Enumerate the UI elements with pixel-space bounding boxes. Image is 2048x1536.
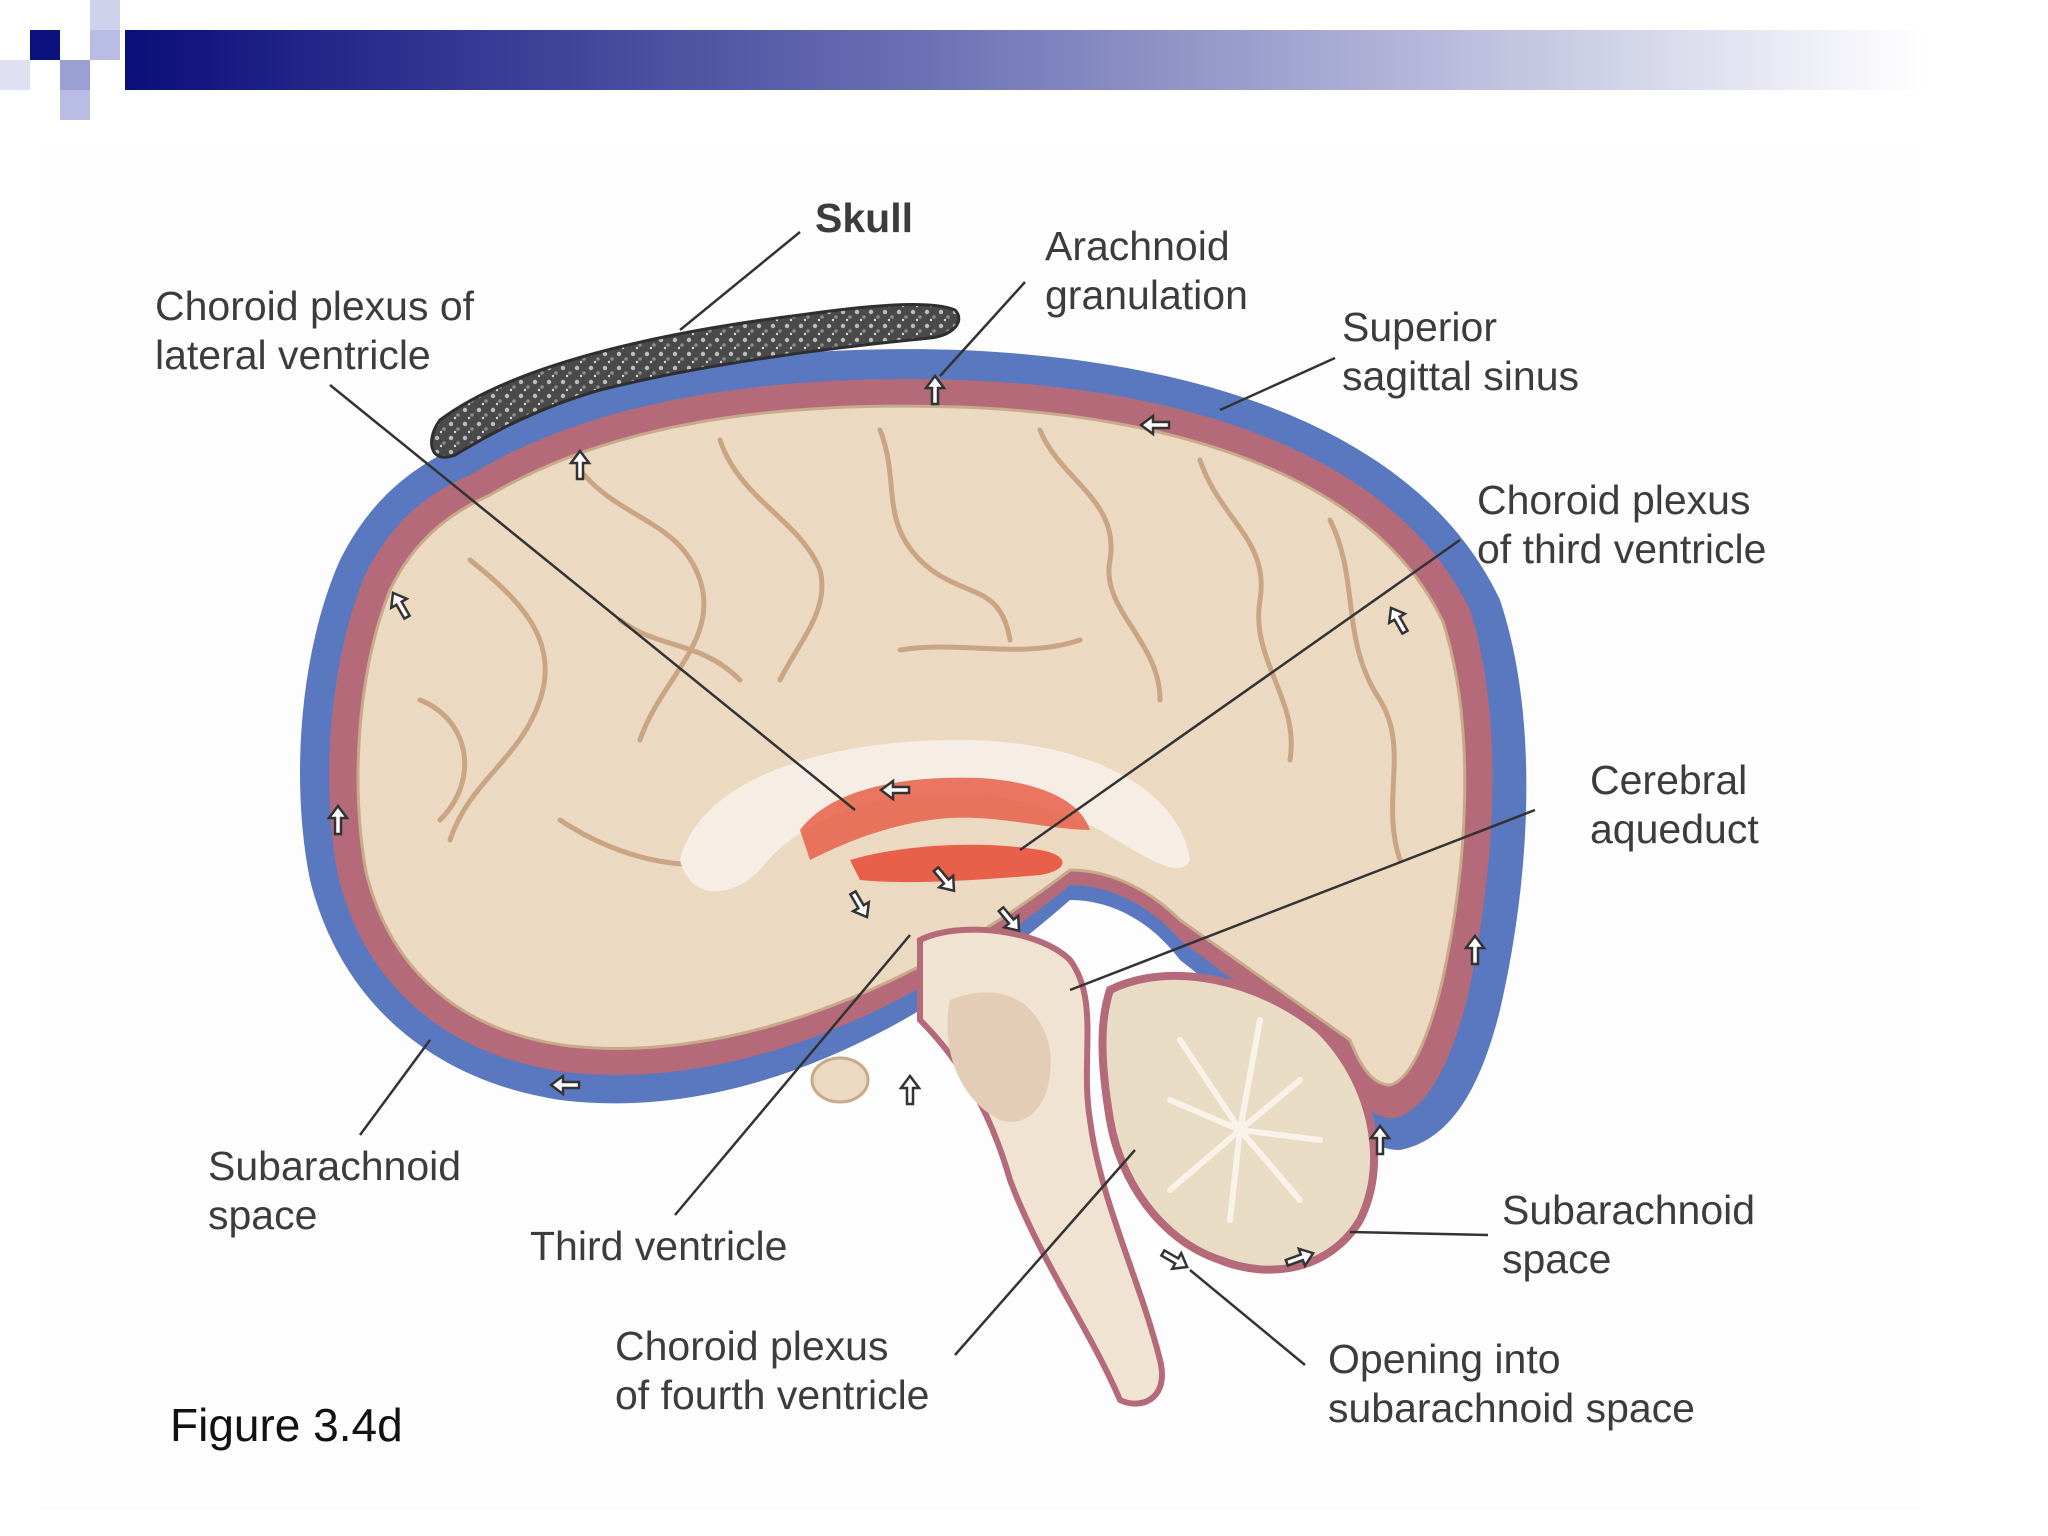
csf-flow-arrow-icon [1387, 606, 1410, 636]
accent-square-light [0, 60, 30, 90]
leader-skull [679, 231, 801, 331]
label-line: Arachnoid [1045, 223, 1230, 269]
label-superior-sagittal-sinus: Superior sagittal sinus [1342, 303, 1579, 401]
label-subarachnoid-space-right: Subarachnoid space [1502, 1186, 1755, 1284]
leader-third-ventricle [674, 934, 911, 1216]
csf-flow-arrow-icon [326, 803, 350, 836]
csf-flow-arrow-icon [1138, 413, 1171, 437]
label-line: Choroid plexus of [155, 283, 475, 329]
accent-square-light [90, 0, 120, 30]
leader-subarachnoid-left [358, 1039, 432, 1136]
pons [947, 992, 1051, 1122]
leader-cerebral-aqueduct [1069, 808, 1536, 992]
csf-flow-arrow-icon [548, 1073, 581, 1097]
csf-flow-arrow-icon [931, 865, 956, 893]
csf-flow-arrows [326, 373, 1487, 1271]
label-choroid-plexus-third: Choroid plexus of third ventricle [1477, 476, 1766, 574]
choroid-plexus-third-ventricle [850, 844, 1063, 883]
label-line: Third ventricle [530, 1223, 788, 1269]
accent-square-light [60, 60, 90, 90]
figure-caption: Figure 3.4d [170, 1399, 403, 1451]
label-line: Subarachnoid [208, 1143, 462, 1189]
label-line: Choroid plexus [615, 1323, 889, 1369]
csf-flow-arrow-icon [568, 448, 592, 481]
csf-flow-arrow-icon [1284, 1246, 1316, 1269]
leader-subarachnoid-right [1349, 1230, 1489, 1237]
label-subarachnoid-space-left: Subarachnoid space [208, 1142, 461, 1240]
csf-flow-arrow-icon [1159, 1248, 1189, 1271]
csf-flow-arrow-icon [389, 591, 412, 621]
label-line: Superior [1342, 304, 1497, 350]
label-line: space [1502, 1236, 1612, 1282]
label-choroid-plexus-fourth: Choroid plexus of fourth ventricle [615, 1322, 930, 1420]
leader-choroid-fourth [954, 1149, 1136, 1356]
pituitary [810, 1056, 870, 1104]
leader-arachnoid-granulation [939, 281, 1026, 377]
accent-square-dark [30, 30, 60, 60]
corpus-callosum [680, 740, 1190, 892]
label-line: Opening into [1328, 1336, 1561, 1382]
label-choroid-plexus-lateral: Choroid plexus of lateral ventricle [155, 282, 474, 380]
label-line: Subarachnoid [1502, 1187, 1756, 1233]
csf-flow-arrow-icon [1463, 933, 1487, 966]
label-line: aqueduct [1590, 806, 1759, 852]
label-line: Cerebral [1590, 757, 1748, 803]
accent-square-light [60, 90, 90, 120]
leader-choroid-third [1019, 538, 1461, 852]
label-line: Choroid plexus [1477, 477, 1751, 523]
csf-flow-arrow-icon [848, 889, 871, 919]
leader-choroid-lateral [329, 384, 856, 811]
label-line: of fourth ventricle [615, 1372, 930, 1418]
leader-superior-sagittal [1219, 356, 1336, 412]
skull-fragment [430, 303, 961, 459]
label-line: subarachnoid space [1328, 1385, 1695, 1431]
accent-square-light [90, 30, 120, 60]
label-arachnoid-granulation: Arachnoid granulation [1045, 222, 1248, 320]
lateral-ventricle [800, 777, 1090, 860]
title-bar [0, 0, 1925, 120]
label-opening-into-subarachnoid: Opening into subarachnoid space [1328, 1335, 1695, 1433]
csf-flow-arrow-icon [878, 778, 911, 802]
label-cerebral-aqueduct: Cerebral aqueduct [1590, 756, 1759, 854]
label-line: lateral ventricle [155, 332, 431, 378]
csf-flow-arrow-icon [898, 1073, 922, 1106]
label-line: of third ventricle [1477, 526, 1767, 572]
label-skull: Skull [815, 194, 913, 243]
label-line: sagittal sinus [1342, 353, 1580, 399]
csf-flow-arrow-icon [996, 905, 1021, 933]
arbor-vitae [1167, 1017, 1323, 1223]
label-third-ventricle: Third ventricle [530, 1222, 787, 1271]
label-skull-text: Skull [815, 195, 913, 241]
leader-lines [329, 231, 1536, 1366]
leader-opening [1189, 1269, 1306, 1366]
label-line: space [208, 1192, 318, 1238]
csf-flow-arrow-icon [1368, 1123, 1392, 1156]
csf-flow-arrow-icon [923, 373, 947, 406]
label-line: granulation [1045, 272, 1248, 318]
